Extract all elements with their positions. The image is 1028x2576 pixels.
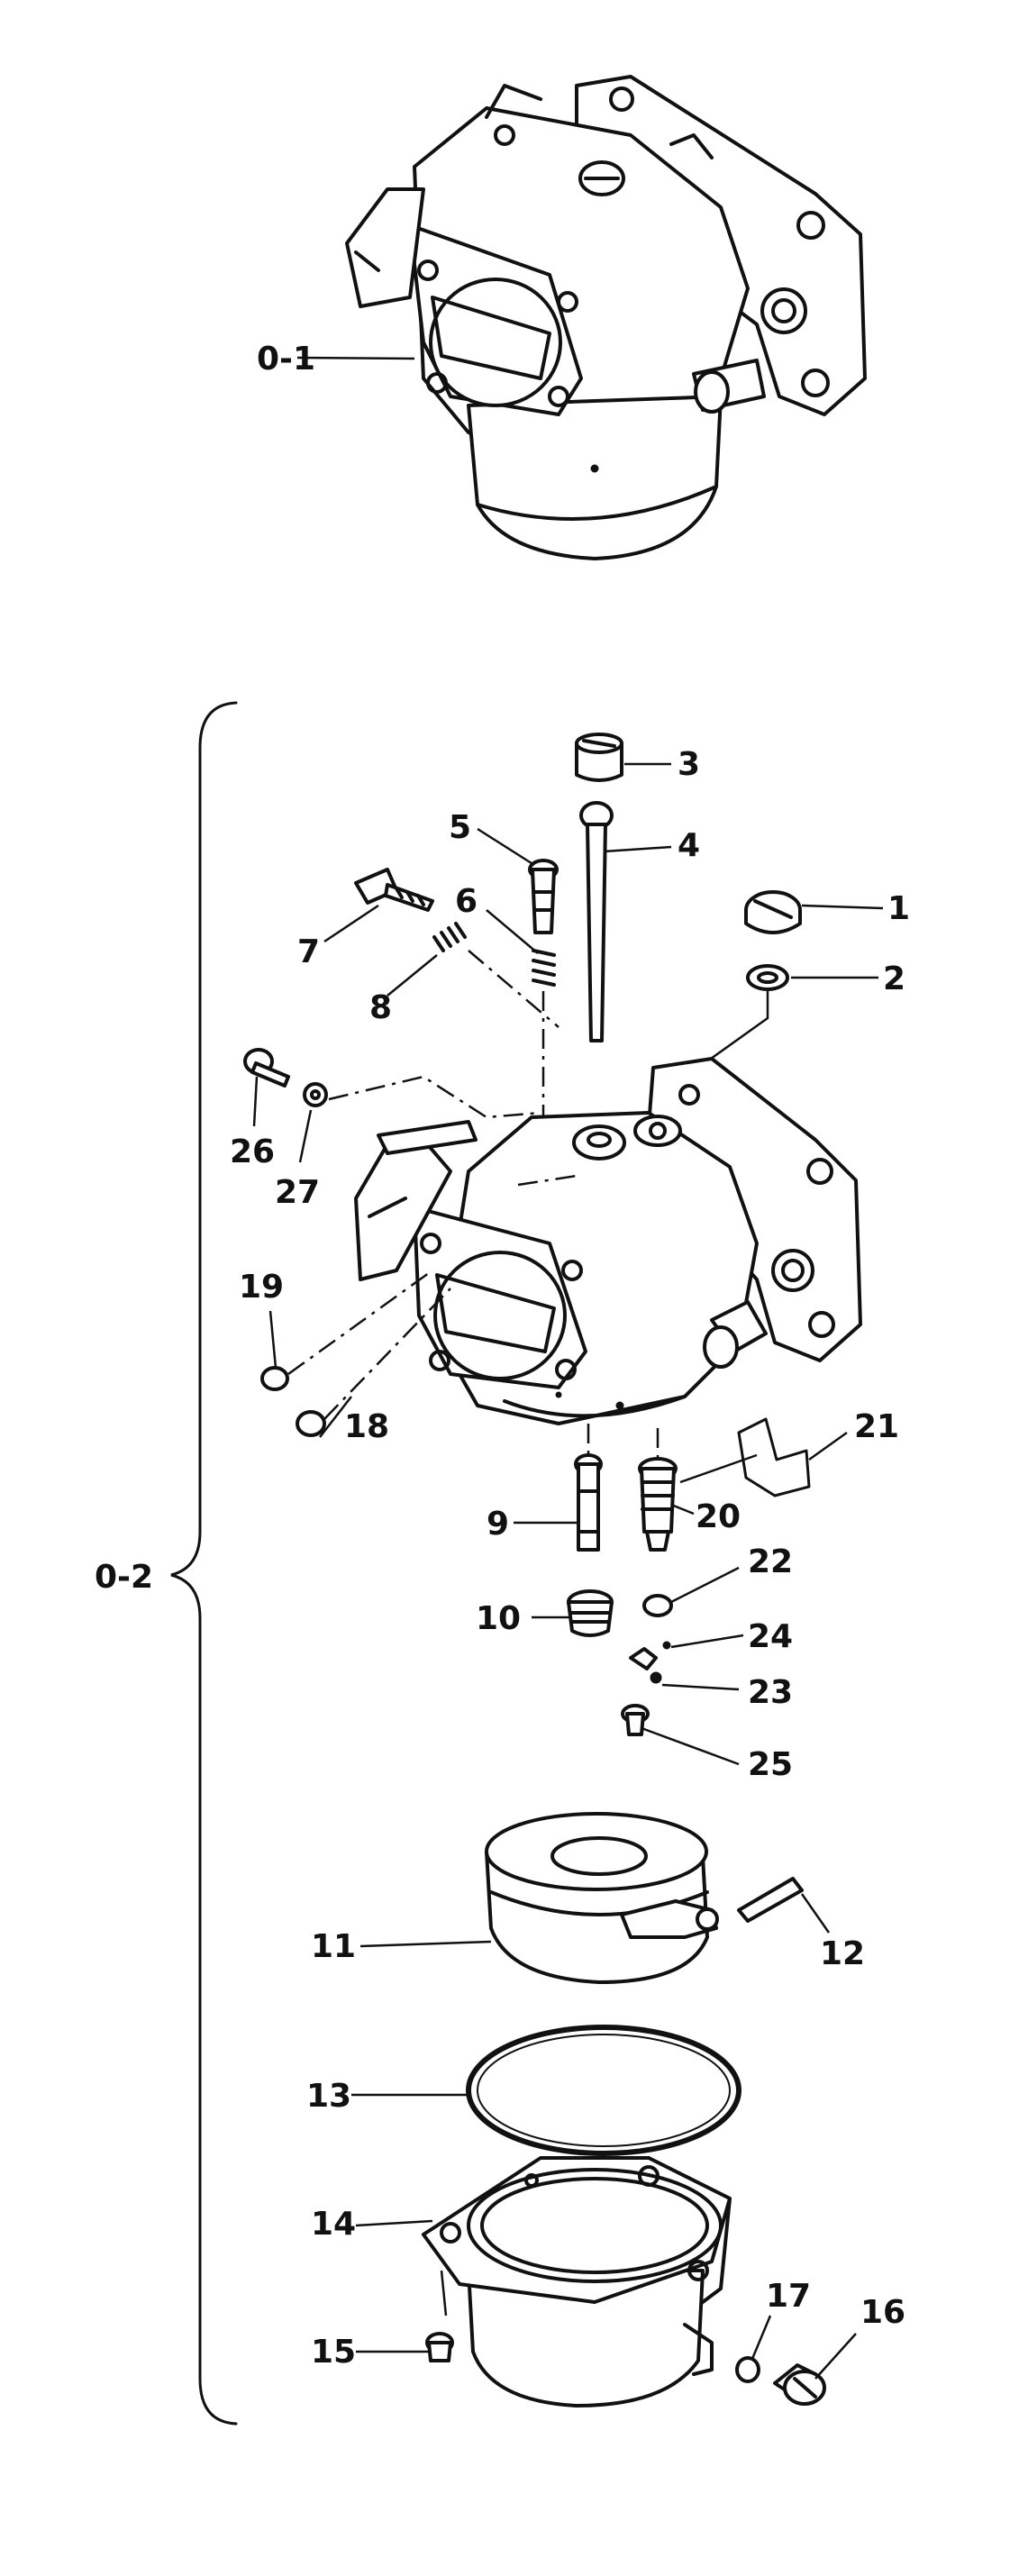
label-part-15: 15 xyxy=(311,2334,356,2371)
part-12-pin xyxy=(737,1877,831,1934)
label-part-12: 12 xyxy=(820,1935,865,1972)
part-20-valve xyxy=(638,1428,695,1552)
part-9-jet xyxy=(514,1424,603,1552)
part-17-oring xyxy=(735,2315,772,2383)
label-part-8: 8 xyxy=(369,989,392,1026)
part-24-clip xyxy=(629,1634,744,1670)
part-10-nozzle xyxy=(532,1589,614,1637)
part-8-spring xyxy=(387,922,559,1028)
part-23-pin xyxy=(650,1671,740,1691)
label-part-14: 14 xyxy=(311,2206,356,2243)
part-1-plug xyxy=(744,890,884,934)
label-part-19: 19 xyxy=(239,1269,284,1306)
part-11-float xyxy=(359,1812,719,1984)
part-2-washer xyxy=(666,964,878,1092)
label-part-18: 18 xyxy=(344,1408,389,1445)
part-25-screw xyxy=(621,1704,740,1766)
carburetor-main-body xyxy=(354,1057,862,1425)
part-5-screw xyxy=(477,827,559,934)
label-part-6: 6 xyxy=(455,883,478,920)
part-19-screw xyxy=(260,1269,433,1391)
label-part-9: 9 xyxy=(487,1506,509,1543)
part-16-plug xyxy=(773,2333,857,2406)
label-part-3: 3 xyxy=(678,746,700,783)
label-part-27: 27 xyxy=(275,1174,320,1211)
label-part-2: 2 xyxy=(883,960,905,997)
label-part-22: 22 xyxy=(748,1543,793,1580)
part-4-rod xyxy=(579,801,672,1042)
part-6-spring xyxy=(486,909,556,1153)
part-21-gasket xyxy=(679,1417,848,1497)
assembly-0-1-carburetor xyxy=(296,75,867,560)
part-14-float-bowl xyxy=(355,2156,732,2408)
part-26-screw xyxy=(243,1048,290,1127)
label-part-10: 10 xyxy=(476,1600,521,1637)
part-3-plug xyxy=(575,733,671,782)
label-part-13: 13 xyxy=(306,2078,351,2115)
label-part-1: 1 xyxy=(887,890,910,927)
part-22-oring xyxy=(642,1566,740,1617)
part-13-gasket xyxy=(351,2025,741,2156)
label-part-23: 23 xyxy=(748,1674,793,1711)
label-part-26: 26 xyxy=(230,1133,275,1170)
label-part-7: 7 xyxy=(297,933,320,970)
label-part-17: 17 xyxy=(766,2278,811,2315)
label-part-11: 11 xyxy=(311,1928,356,1965)
label-part-4: 4 xyxy=(678,827,700,864)
label-part-25: 25 xyxy=(748,1746,793,1783)
label-part-5: 5 xyxy=(449,809,471,846)
label-part-21: 21 xyxy=(854,1408,899,1445)
label-part-16: 16 xyxy=(860,2294,905,2331)
part-18-screw xyxy=(296,1288,451,1438)
assembly-0-2-brace xyxy=(170,701,238,2426)
label-part-20: 20 xyxy=(696,1498,741,1535)
label-assembly-0-1: 0-1 xyxy=(257,341,315,378)
part-15-drain-screw xyxy=(356,2332,454,2362)
label-assembly-0-2: 0-2 xyxy=(95,1559,153,1596)
label-part-24: 24 xyxy=(748,1618,793,1655)
part-7-screw xyxy=(323,868,434,943)
part-27-washer xyxy=(298,1075,541,1163)
